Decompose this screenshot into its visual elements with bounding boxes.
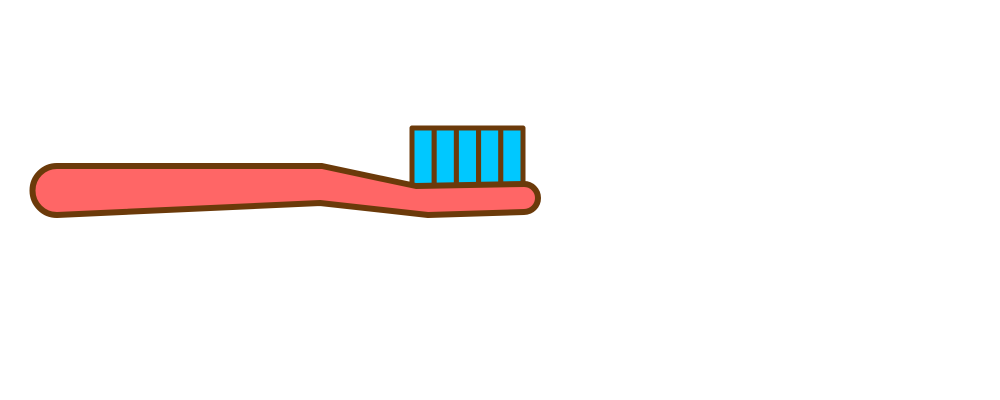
- bristle-tuft: [409, 125, 437, 189]
- toothbrush-bristles: [409, 125, 526, 189]
- bristle-tuft: [431, 125, 459, 189]
- bristle-tuft: [498, 125, 526, 189]
- bristle-tuft: [453, 125, 482, 189]
- toothbrush-handle: [29, 163, 541, 218]
- bristle-tuft: [476, 125, 504, 189]
